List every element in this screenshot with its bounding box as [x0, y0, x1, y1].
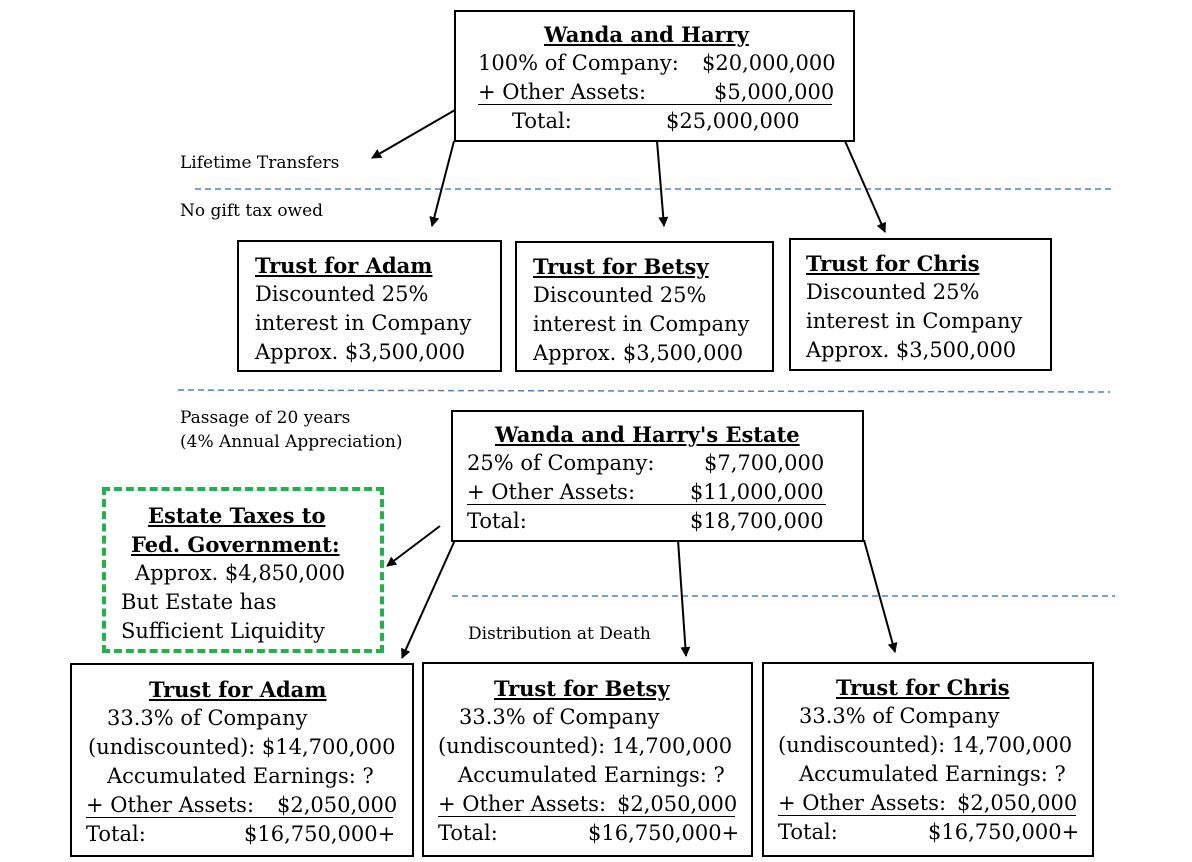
estate-other-label: + Other Assets:: [467, 480, 636, 504]
wanda-harry-box: Wanda and Harry 100% of Company: $20,000…: [454, 10, 855, 142]
taxes-note-line2: Sufficient Liquidity: [121, 619, 325, 643]
trust-total-value: $16,750,000+: [244, 822, 396, 846]
trust-line: Discounted 25%: [806, 280, 980, 304]
trust-line: Approx. $3,500,000: [255, 340, 466, 364]
trust-total-label: Total:: [438, 821, 498, 845]
arrow-to-chris-lifetime: [844, 140, 886, 233]
arrow-to-adam-death: [401, 539, 456, 659]
trust-title: Trust for Chris: [806, 251, 980, 276]
total-value: $25,000,000: [666, 109, 800, 133]
trust-total-label: Total:: [778, 820, 838, 844]
trust-other-underline: [86, 817, 393, 818]
trust-line: 33.3% of Company: [459, 705, 660, 729]
estate-total-value: $18,700,000: [690, 509, 824, 533]
trust-other-label: + Other Assets:: [86, 793, 255, 817]
trust-other-value: $2,050,000: [617, 792, 738, 816]
trust-title: Trust for Adam: [149, 677, 327, 702]
trust-line: Accumulated Earnings: ?: [458, 763, 725, 787]
no-gift-tax-label: No gift tax owed: [180, 201, 324, 221]
trust-line: Accumulated Earnings: ?: [107, 764, 374, 788]
trust-line: interest in Company: [255, 311, 472, 335]
trust-line: (undiscounted): 14,700,000: [778, 733, 1073, 757]
taxes-title-line2: Fed. Government:: [131, 532, 340, 557]
passage-label: Passage of 20 years: [180, 408, 351, 428]
estate-title: Wanda and Harry's Estate: [495, 422, 800, 447]
estate-other-value: $11,000,000: [690, 480, 824, 504]
trust-line: Discounted 25%: [255, 282, 429, 306]
trust-total-label: Total:: [86, 822, 146, 846]
trust-line: interest in Company: [806, 309, 1023, 333]
appreciation-label: (4% Annual Appreciation): [180, 432, 403, 452]
estate-company-label: 25% of Company:: [467, 451, 655, 475]
trust-line: Approx. $3,500,000: [806, 338, 1017, 362]
estate-total-label: Total:: [467, 509, 527, 533]
taxes-amount: Approx. $4,850,000: [135, 561, 346, 585]
estate-company-value: $7,700,000: [704, 451, 825, 475]
trust-title: Trust for Chris: [836, 675, 1010, 700]
total-label: Total:: [512, 109, 572, 133]
arrow-to-betsy-lifetime: [656, 140, 669, 227]
trust-line: (undiscounted): 14,700,000: [438, 734, 733, 758]
trust-other-label: + Other Assets:: [778, 791, 947, 815]
arrow-to-chris-death: [863, 539, 898, 653]
company-label: 100% of Company:: [478, 51, 679, 75]
trust-total-value: $16,750,000+: [588, 821, 740, 845]
trust-line: 33.3% of Company: [107, 706, 308, 730]
trust-line: Approx. $3,500,000: [533, 341, 744, 365]
trust-line: (undiscounted): $14,700,000: [88, 735, 396, 759]
death-trust-chris: Trust for Chris 33.3% of Company (undisc…: [762, 662, 1094, 857]
trust-title: Trust for Betsy: [533, 254, 709, 279]
trust-other-value: $2,050,000: [277, 793, 398, 817]
trust-other-label: + Other Assets:: [438, 792, 607, 816]
trust-line: Discounted 25%: [533, 283, 707, 307]
divider-line-2: [177, 389, 1111, 393]
other-assets-label: + Other Assets:: [478, 80, 647, 104]
trust-other-value: $2,050,000: [957, 791, 1078, 815]
trust-title: Trust for Adam: [255, 253, 433, 278]
lifetime-trust-adam: Trust for Adam Discounted 25% interest i…: [237, 240, 502, 372]
estate-taxes-box: Estate Taxes to Fed. Government: Approx.…: [102, 487, 384, 653]
taxes-note-line1: But Estate has: [121, 590, 277, 614]
trust-line: interest in Company: [533, 312, 750, 336]
wanda-harry-title: Wanda and Harry: [544, 22, 749, 47]
estate-box: Wanda and Harry's Estate 25% of Company:…: [451, 410, 864, 542]
death-trust-betsy: Trust for Betsy 33.3% of Company (undisc…: [422, 662, 753, 857]
lifetime-transfers-label: Lifetime Transfers: [180, 153, 340, 173]
trust-total-value: $16,750,000+: [928, 820, 1080, 844]
taxes-title-line1: Estate Taxes to: [148, 503, 326, 528]
other-assets-value: $5,000,000: [714, 80, 835, 104]
company-value: $20,000,000: [702, 51, 836, 75]
trust-line: 33.3% of Company: [799, 704, 1000, 728]
distribution-label: Distribution at Death: [468, 624, 651, 644]
lifetime-trust-chris: Trust for Chris Discounted 25% interest …: [789, 238, 1052, 371]
trust-title: Trust for Betsy: [494, 676, 670, 701]
arrow-to-taxes: [386, 525, 441, 567]
arrow-to-betsy-death: [677, 539, 691, 657]
trust-line: Accumulated Earnings: ?: [799, 762, 1066, 786]
arrow-to-adam-lifetime: [429, 140, 455, 227]
other-assets-underline: [478, 104, 832, 105]
arrow-to-lifetime-label: [371, 109, 456, 159]
lifetime-trust-betsy: Trust for Betsy Discounted 25% interest …: [515, 241, 774, 372]
estate-other-underline: [467, 504, 826, 505]
trust-other-underline: [778, 815, 1076, 816]
death-trust-adam: Trust for Adam 33.3% of Company (undisco…: [70, 663, 414, 857]
trust-other-underline: [438, 816, 735, 817]
